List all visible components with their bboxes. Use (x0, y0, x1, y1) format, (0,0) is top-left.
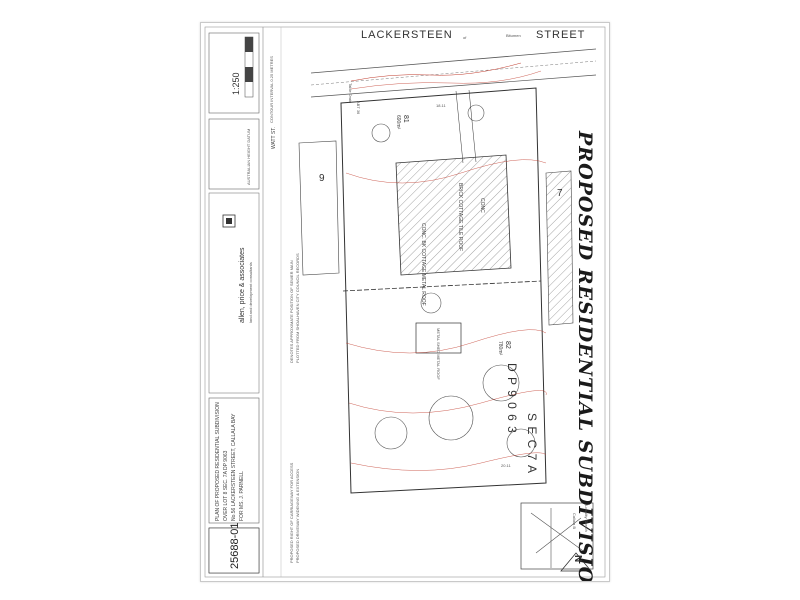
street-surface: Bitumen (506, 33, 521, 38)
lot-81-area: 690m² (395, 115, 401, 130)
north-arrow-icon: N (572, 555, 583, 563)
plan-desc-line-4: FOR MS. J. PARNELL (239, 471, 245, 521)
street-name: LACKERSTEEN (361, 29, 453, 41)
dimension-a: 18.11 (436, 103, 446, 108)
firm-subtitle: land and development consultants (248, 262, 253, 323)
lot-7-number: 7 (557, 188, 563, 199)
legend-sewer-source: PLOTTED FROM SHOALHAVEN CITY COUNCIL REC… (295, 253, 300, 363)
street-type: STREET (536, 29, 586, 41)
legend-driveway: PROPOSED DRIVEWAY WIDENING & EXTENSION (295, 468, 300, 563)
locality-sketch-label: Locality Sketch (584, 505, 589, 532)
lot-82-number: 82 (504, 341, 511, 349)
callala-label: Callala B (572, 513, 577, 530)
dp-label: D P 9 0 6 3 (505, 363, 519, 434)
plan-desc-line-2: OVER LOT 8 SEC. 7A DP 9063 (223, 450, 229, 521)
lot-9-number: 9 (319, 173, 325, 184)
lot-81-number: 81 (402, 115, 409, 123)
legend-carriageway: PROPOSED RIGHT OF CARRIAGEWAY FOR ACCESS (289, 462, 294, 563)
metal-roof-label: CONC. BK COTTAGE METAL ROOF (420, 223, 426, 306)
brick-cottage-label: BRICK COTTAGE TILE ROOF (457, 183, 463, 252)
firm-name: allen, price & associates (239, 247, 246, 323)
legend-sewer: DENOTES APPROXIMATE POSITION OF SEWER MA… (289, 260, 294, 363)
table-drain-label: Table Drain (348, 83, 353, 104)
drawing-number: 25688-01 (229, 522, 241, 570)
watt-street-label: WATT ST. (271, 126, 277, 149)
lot-82-area: 780m² (497, 341, 503, 356)
bench-mark-label: ABT 36 (356, 101, 361, 115)
plan-desc-line-1: PLAN OF PROPOSED RESIDENTIAL SUBDIVISION (215, 402, 221, 521)
metal-shed-label: METAL SHED METAL ROOF (436, 328, 441, 380)
contour-interval-label: CONTOUR INTERVAL 0.25 METRES (269, 56, 274, 123)
dimension-b: 20.11 (501, 463, 511, 468)
scale-label: 1:250 (231, 72, 241, 95)
plan-linework (204, 26, 606, 578)
drawing-sheet: PROPOSED RESIDENTIAL SUBDIVISION LACKERS… (200, 22, 610, 582)
conc-label: CONC (479, 198, 485, 213)
street-of: of (463, 35, 467, 40)
section-label: S E C 7 A (525, 413, 539, 475)
datum-label: AUSTRALIAN HEIGHT DATUM (246, 128, 251, 185)
plan-desc-line-3: No.56 LACKERSTEEN STREET, CALLALA BAY (231, 413, 237, 521)
